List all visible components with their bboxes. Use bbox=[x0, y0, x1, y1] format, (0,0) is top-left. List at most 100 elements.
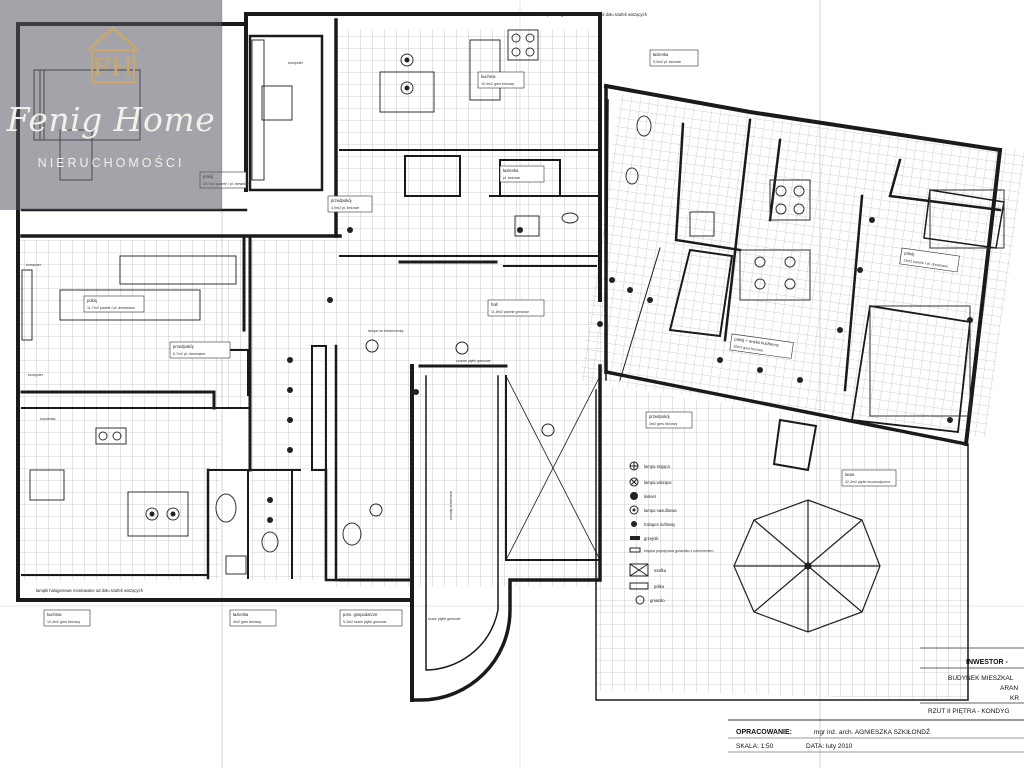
legend-item: halogen sufitowy bbox=[631, 521, 676, 527]
room-label-4-15-name: pom. gospodarcze bbox=[343, 612, 378, 617]
room-label-4-16: pokój 13m2 panele / pł. drewniane bbox=[899, 247, 960, 273]
room-label-4-15-area: 5,3m2 szare płytki gresowe bbox=[343, 620, 387, 624]
legend-item: lampa nasufitowa bbox=[629, 505, 677, 515]
parasol bbox=[733, 499, 881, 633]
dining-table-4-6 bbox=[379, 71, 435, 113]
room-label-4-12-name: przedpokój bbox=[649, 414, 670, 419]
legend-label: lampa stojąca bbox=[644, 464, 671, 469]
floor-grids bbox=[20, 30, 1024, 700]
room-label-4-14-area: 11,8m2 panele gresowe bbox=[491, 310, 529, 314]
room-label-4-2-name: łazienka bbox=[233, 612, 249, 617]
note-komputer-1: komputer bbox=[26, 263, 42, 267]
room-label-4-13-name: łazienka bbox=[653, 52, 669, 57]
room-label-4-2-area: 4m2 gres beżowy bbox=[233, 620, 261, 624]
room-label-4-7-name: łazienka bbox=[503, 168, 519, 173]
legend-item: lampa wisząca bbox=[629, 477, 672, 487]
logo-initials: FH bbox=[93, 53, 134, 83]
room-label-4-7-area: pł. beżowe bbox=[503, 176, 520, 180]
room-label-4-12-area: 4m2 gres beżowy bbox=[649, 422, 677, 426]
legend-item: wiązka pojedyncza gniazdko z uziemieniem bbox=[629, 547, 714, 553]
note-schody: schody drewniane bbox=[449, 491, 453, 520]
title-date: DATA: luty 2010 bbox=[806, 743, 853, 750]
room-label-4-15: pom. gospodarcze 5,3m2 szare płytki gres… bbox=[339, 609, 403, 627]
legend-item: półka bbox=[629, 582, 665, 590]
title-addr-1: ARAN bbox=[1000, 685, 1018, 692]
legend-label: gniazdo bbox=[650, 598, 665, 603]
legend-item: grzejnik bbox=[630, 536, 659, 541]
hob bbox=[769, 179, 811, 221]
room-label-4-14: hall 11,8m2 panele gresowe bbox=[487, 299, 545, 317]
room-label-4-8-name: przedpokój bbox=[331, 198, 352, 203]
room-label-4-20-name: taras bbox=[845, 472, 854, 477]
note-czarne-plytki: czarne płytki gresowe bbox=[456, 359, 491, 363]
room-label-4-16-area: 13m2 panele / pł. drewniane bbox=[903, 258, 948, 268]
room-label-4-1-area: 10,4m2 gres beżowy bbox=[47, 620, 80, 624]
title-drawing: RZUT II PIĘTRA - KONDYG bbox=[928, 708, 1010, 715]
legend-label: halogen sufitowy bbox=[644, 522, 676, 527]
title-building: BUDYNEK MIESZKAL bbox=[948, 675, 1014, 682]
note-komputer-2: komputer bbox=[28, 373, 44, 377]
room-label-4-7: łazienka pł. beżowe bbox=[499, 165, 545, 183]
legend-label: szafka bbox=[654, 568, 667, 573]
note-halogen-bottom: lampki halogenowe montowane od dołu szaf… bbox=[36, 588, 144, 593]
room-label-4-11: pokój + aneks kuchenny 10m2 gres beżowy bbox=[729, 333, 794, 359]
desk-4-4 bbox=[21, 269, 33, 341]
room-label-4-1-name: kuchnia bbox=[47, 612, 62, 617]
house-logo-icon: FH bbox=[87, 26, 139, 83]
room-label-4-3-name: przedpokój bbox=[173, 344, 194, 349]
legend-label: wiązka pojedyncza gniazdko z uziemieniem bbox=[644, 549, 714, 553]
title-block: INWESTOR - BUDYNEK MIESZKAL ARAN KR RZUT… bbox=[728, 647, 1024, 753]
room-label-4-6-area: 10,4m2 gres beżowy bbox=[481, 82, 514, 86]
title-addr-2: KR bbox=[1010, 695, 1019, 702]
plan-notes: lampki halogenowe montowane od dołu szaf… bbox=[26, 12, 648, 621]
room-label-4-11-name: pokój + aneks kuchenny bbox=[734, 336, 780, 347]
note-lampa-fotosensor: lampa na fotokomórkę bbox=[368, 329, 404, 333]
legend-item: szafka bbox=[629, 563, 667, 577]
title-prepared-by: mgr inż. arch. AGNIESZKA SZKIŁONDŹ bbox=[814, 727, 930, 736]
bed-4-16 bbox=[869, 305, 971, 417]
room-label-4-6: kuchnia 10,4m2 gres beżowy bbox=[477, 71, 525, 89]
room-label-4-14-name: hall bbox=[491, 302, 498, 307]
note-halogen-top: lampki halogenowe montowane od dołu szaf… bbox=[540, 12, 648, 17]
room-label-4-16-name: pokój bbox=[904, 250, 915, 256]
room-label-4-12: przedpokój 4m2 gres beżowy bbox=[645, 411, 693, 429]
room-label-4-8: przedpokój 4,9m2 pł. beżowe bbox=[327, 195, 373, 213]
room-label-4-13-area: 5,3m2 pł. beżowe bbox=[653, 60, 681, 64]
legend-label: grzejnik bbox=[644, 536, 659, 541]
legend-label: kinkiet bbox=[644, 494, 657, 499]
light-fixtures bbox=[149, 57, 973, 523]
dining-table-4-1 bbox=[127, 491, 189, 537]
room-label-4-3: przedpokój 6,7m2 pł. drewniane bbox=[169, 341, 231, 359]
walls bbox=[16, 12, 1005, 702]
legend-label: lampa nasufitowa bbox=[644, 508, 677, 513]
brand-name: Fenig Home bbox=[6, 100, 216, 139]
room-label-4-20-area: 32,3m2 płytki mrozoodporne bbox=[845, 480, 890, 484]
room-label-4-13: łazienka 5,3m2 pł. beżowe bbox=[649, 49, 699, 67]
room-label-4-4-area: 11,7m2 panele / pł. drewniane bbox=[87, 306, 135, 310]
legend: lampa stojąca lampa wisząca kinkiet lamp… bbox=[629, 461, 714, 605]
note-kuchenka: kuchenka bbox=[40, 417, 55, 421]
brand-subtitle: NIERUCHOMOŚCI bbox=[37, 156, 185, 170]
logo-panel: FH Fenig Home NIERUCHOMOŚCI bbox=[0, 0, 222, 210]
legend-item: gniazdo bbox=[635, 595, 665, 605]
legend-item: kinkiet bbox=[630, 492, 657, 500]
room-label-4-11-area: 10m2 gres beżowy bbox=[733, 344, 764, 352]
room-label-4-8-area: 4,9m2 pł. beżowe bbox=[331, 206, 359, 210]
room-label-4-4: pokój 11,7m2 panele / pł. drewniane bbox=[83, 295, 145, 313]
legend-label: półka bbox=[654, 584, 665, 589]
room-labels: pokój 20,7m2 panele / pł. drewniane prze… bbox=[43, 49, 960, 627]
room-label-4-1: kuchnia 10,4m2 gres beżowy bbox=[43, 609, 91, 627]
legend-item: lampa stojąca bbox=[629, 461, 671, 471]
room-label-4-3-area: 6,7m2 pł. drewniane bbox=[173, 352, 205, 356]
note-komputer-3: komputer bbox=[288, 61, 304, 65]
title-prepared-label: OPRACOWANIE: bbox=[736, 729, 792, 736]
room-label-4-4-name: pokój bbox=[87, 298, 97, 303]
room-label-4-2: łazienka 4m2 gres beżowy bbox=[229, 609, 277, 627]
room-label-4-6-name: kuchnia bbox=[481, 74, 496, 79]
room-label-4-5-area: 20,7m2 panele / pł. drewniane bbox=[203, 182, 251, 186]
title-scale: SKALA: 1:50 bbox=[736, 743, 774, 750]
title-investor-label: INWESTOR - bbox=[966, 659, 1009, 666]
legend-label: lampa wisząca bbox=[644, 480, 672, 485]
room-label-4-20: taras 32,3m2 płytki mrozoodporne bbox=[841, 469, 897, 487]
